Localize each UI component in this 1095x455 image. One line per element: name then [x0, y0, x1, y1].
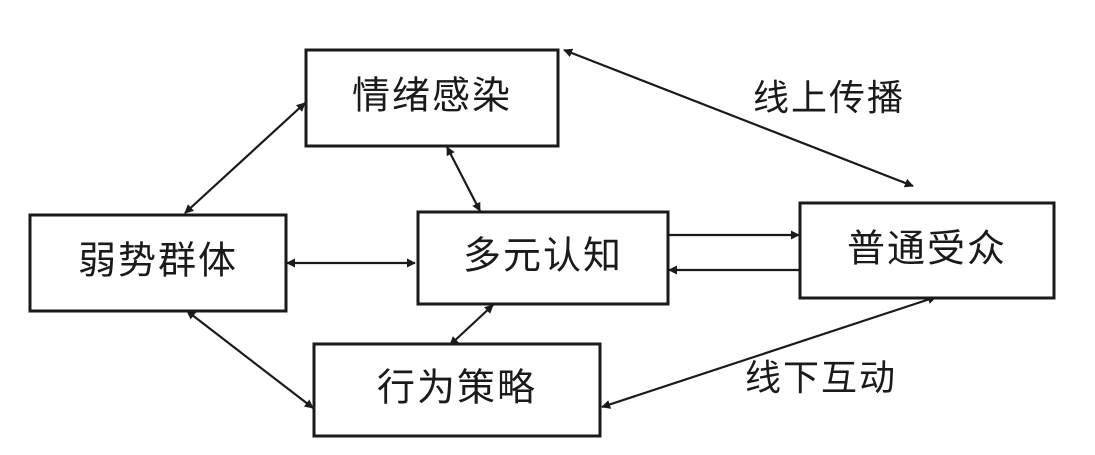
edge-weak-strategy — [186, 310, 314, 409]
node-strategy-label: 行为策略 — [377, 366, 537, 410]
edge-strategy-audience — [601, 295, 937, 409]
node-cognition-label: 多元认知 — [463, 234, 623, 278]
node-audience: 普通受众 — [798, 201, 1056, 300]
edge-emotion-audience — [563, 48, 914, 188]
node-strategy: 行为策略 — [312, 342, 602, 438]
node-weak-group-label: 弱势群体 — [78, 239, 238, 283]
node-emotion: 情绪感染 — [304, 48, 560, 148]
node-emotion-label: 情绪感染 — [352, 74, 512, 118]
node-audience-label: 普通受众 — [847, 227, 1007, 271]
edges — [184, 48, 937, 409]
edge-cognition-strategy — [449, 304, 494, 346]
edge-emotion-weak — [184, 102, 306, 214]
edge-label-online: 线上传播 — [753, 78, 905, 119]
node-cognition: 多元认知 — [416, 210, 670, 306]
edge-label-offline: 线下互动 — [745, 358, 897, 399]
edge-emotion-cognition — [446, 146, 481, 212]
node-weak-group: 弱势群体 — [28, 213, 288, 313]
